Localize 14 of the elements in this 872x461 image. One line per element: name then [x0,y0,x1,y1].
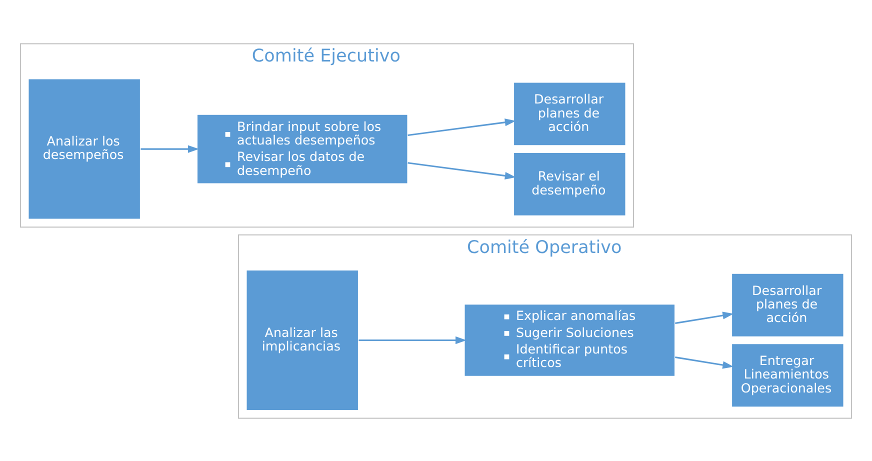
node-box: Explicar anomalías Sugerir Soluciones Identificar puntos críticos [464,303,676,376]
node-box: Entregar Lineamientos Operacionales [731,342,844,408]
arrow [675,311,734,324]
arrow [408,118,516,136]
arrow [140,144,199,152]
node-box: Desarrollar planes de acción [513,81,626,146]
node-box: Brindar input sobre los actuales desempeños Revisar los datos de desempeño [196,113,408,184]
node-box: Analizar los desempeños [28,78,141,220]
arrow [408,162,516,180]
node-box: Analizar las implicancias [246,269,359,410]
arrow [358,336,466,344]
arrow [675,356,734,368]
node-box: Desarrollar planes de acción [731,272,844,337]
node-box: Revisar el desempeño [513,151,626,216]
